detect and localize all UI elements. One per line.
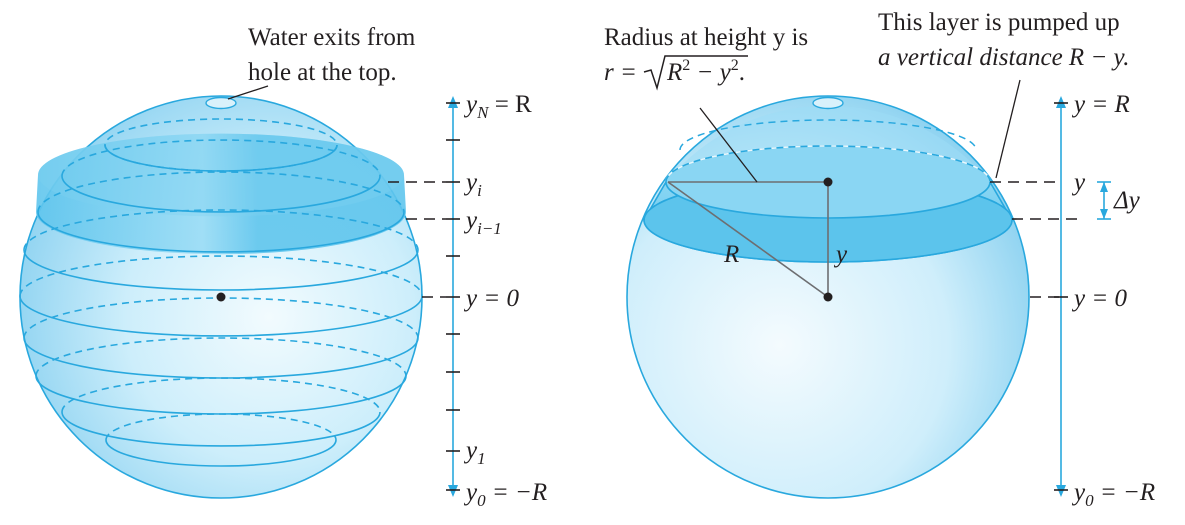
right-guide-lines [990,181,1080,298]
radius-triangle [667,181,829,298]
right-tick-zero: y = 0 [1071,285,1127,312]
right-sphere-diagram: R y Radius at height y is r = R2 − y2. T… [604,9,1155,510]
left-sphere-diagram: Water exits from hole at the top. yN = R… [19,24,547,510]
svg-text:r =: r = [604,59,637,86]
right-note2-line2: a vertical distance R − y. [878,44,1130,71]
right-note2-line1: This layer is pumped up [878,9,1120,36]
right-tick-y: y [1071,169,1086,196]
right-note1-line1: Radius at height y is [604,24,808,51]
left-tick-yN: yN = R [463,91,532,122]
svg-text:R2 − y2.: R2 − y2. [666,57,745,86]
left-axis-ticks [446,102,460,491]
right-delta-y: Δy [1113,187,1141,214]
left-highlighted-layer [36,133,406,255]
right-center-dot [823,292,833,302]
left-hole-pointer [227,85,269,100]
left-center-dot [216,292,226,302]
left-note-line2: hole at the top. [248,59,397,86]
left-tick-zero: y = 0 [463,285,519,312]
left-tick-yi-minus-1: yi−1 [463,207,502,238]
left-tick-y1: y1 [463,437,486,468]
layer-note-pointer [995,79,1021,179]
right-tick-top: y = R [1071,91,1130,118]
radius-label: R [723,241,739,268]
radius-note-pointer [699,107,758,183]
right-tick-bottom: y0 = −R [1071,479,1155,510]
left-guide-lines [388,181,446,298]
right-note1-formula: r = R2 − y2. [604,55,748,91]
height-label: y [833,241,848,268]
layer-center-dot [823,177,833,187]
left-tick-y0: y0 = −R [463,479,547,510]
left-tick-yi: yi [463,169,482,200]
left-note-line1: Water exits from [248,24,416,51]
